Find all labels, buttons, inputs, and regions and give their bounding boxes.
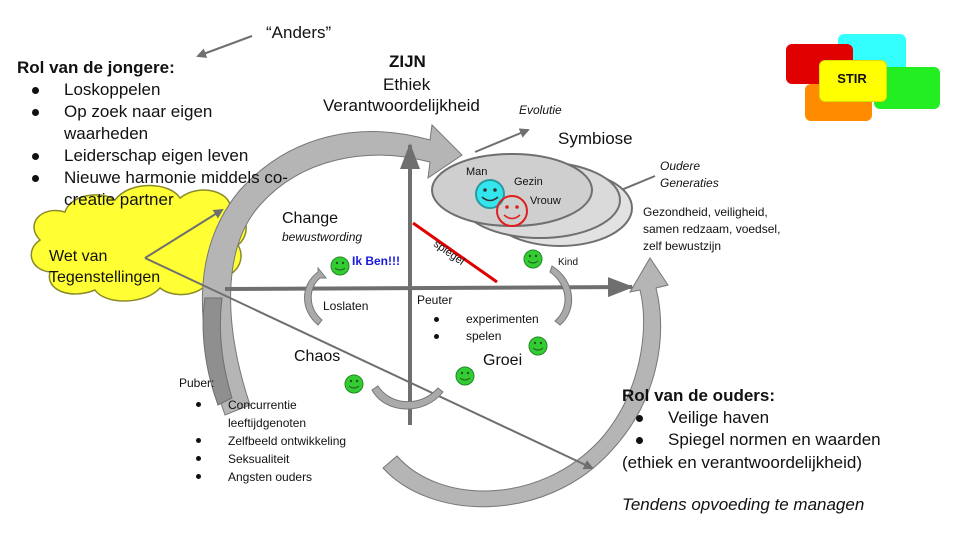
list-item: Op zoek naar eigen waarheden <box>30 101 288 145</box>
anders-arrow <box>196 35 253 58</box>
change-subtitle: bewustwording <box>282 230 363 244</box>
kind-label: Kind <box>558 257 579 268</box>
diagonal-arrow <box>144 257 594 470</box>
anders-label: “Anders” <box>266 23 332 42</box>
tendens-label: Tendens opvoeding te managen <box>622 495 865 514</box>
chaos-label: Chaos <box>294 348 341 365</box>
bullet-icon <box>196 456 201 461</box>
ouders-heading: Rol van de ouders: <box>622 386 776 405</box>
list-item: Spiegel normen en waarden <box>634 429 881 451</box>
big-arrow-bottom-right <box>382 257 669 508</box>
jongere-heading: Rol van de jongere: <box>17 58 175 77</box>
list-item-text: Angsten ouders <box>228 470 313 484</box>
vrouw-label: Vrouw <box>530 195 561 207</box>
zijn-verantwoordelijkheid: Verantwoordelijkheid <box>323 96 480 115</box>
puber-title: Puber: <box>179 376 215 390</box>
change-title: Change <box>282 210 339 227</box>
smiley-peuter-icon <box>528 336 548 356</box>
list-item-text: Leiderschap eigen leven <box>64 146 249 165</box>
zijn-title: ZIJN <box>389 52 426 71</box>
list-item-text: leeftijdgenoten <box>228 416 307 430</box>
stir-logo: STIR <box>780 30 940 125</box>
bullet-icon <box>32 153 39 160</box>
bullet-icon <box>636 437 643 444</box>
ouders-note: (ethiek en verantwoordelijkheid) <box>622 453 863 472</box>
smiley-chaos-icon <box>344 374 364 394</box>
bullet-icon <box>32 175 39 182</box>
smiley-vrouw-icon <box>496 195 528 227</box>
list-item-text: waarheden <box>64 124 149 143</box>
list-item-text: Spiegel normen en waarden <box>668 430 881 449</box>
loslaten-curve-arrow <box>304 266 328 326</box>
logo-yellow-box <box>819 60 887 102</box>
list-item-text: spelen <box>466 329 502 343</box>
logo-label: STIR <box>837 71 867 86</box>
smiley-groei-icon <box>455 366 475 386</box>
list-item: Zelfbeeld ontwikkeling <box>194 432 346 450</box>
list-item: Seksualiteit <box>194 450 346 468</box>
peuter-title: Peuter <box>417 293 453 307</box>
bullet-icon <box>196 402 201 407</box>
groei-label: Groei <box>483 352 523 369</box>
list-item-text: Nieuwe harmonie middels co- <box>64 168 288 187</box>
list-item: Veilige haven <box>634 407 881 429</box>
cloud-up-arrow <box>144 208 224 259</box>
list-item: Angsten ouders <box>194 468 346 486</box>
list-item-text: Veilige haven <box>668 408 770 427</box>
loslaten-label: Loslaten <box>323 299 369 313</box>
needs-line1: Gezondheid, veiligheid, <box>643 205 768 219</box>
list-item: Concurrentie leeftijdgenoten <box>194 396 346 432</box>
horizontal-axis <box>224 277 634 298</box>
bullet-icon <box>434 334 439 339</box>
smiley-ikben-icon <box>330 256 350 276</box>
bullet-icon <box>32 109 39 116</box>
list-item-text: experimenten <box>466 312 539 326</box>
evolutie-label: Evolutie <box>519 103 562 117</box>
bullet-icon <box>434 317 439 322</box>
cloud-line1: Wet van <box>49 248 108 265</box>
list-item-text: Loskoppelen <box>64 80 161 99</box>
oudere-line1: Oudere <box>660 159 701 173</box>
list-item: spelen <box>432 328 539 345</box>
list-item-text: creatie partner <box>64 190 174 209</box>
list-item: Leiderschap eigen leven <box>30 145 288 167</box>
bullet-icon <box>196 438 201 443</box>
evolutie-arrow <box>474 128 530 153</box>
smiley-man-icon <box>475 179 505 209</box>
oudere-line2: Generaties <box>660 176 719 190</box>
big-arrow-left-band <box>202 297 233 406</box>
needs-line2: samen redzaam, voedsel, <box>643 222 781 236</box>
bullet-icon <box>196 474 201 479</box>
list-item: experimenten <box>432 311 539 328</box>
list-item-text: Seksualiteit <box>228 452 290 466</box>
kind-curve-arrow <box>549 265 573 326</box>
list-item: Nieuwe harmonie middels co-creatie partn… <box>30 167 288 211</box>
gezin-label: Gezin <box>514 176 543 188</box>
list-item-text: Concurrentie <box>228 398 297 412</box>
chaos-curve-arrow <box>371 385 444 410</box>
bullet-icon <box>636 415 643 422</box>
peuter-list: experimenten spelen <box>432 311 539 345</box>
spiegel-line <box>412 221 498 284</box>
smiley-kind-icon <box>523 249 543 269</box>
man-label: Man <box>466 166 488 178</box>
ikben-label: Ik Ben!!! <box>352 254 400 268</box>
cloud-line2: Tegenstellingen <box>49 269 161 286</box>
list-item-text: Zelfbeeld ontwikkeling <box>228 434 347 448</box>
symbiose-label: Symbiose <box>558 129 633 148</box>
list-item: Loskoppelen <box>30 79 288 101</box>
zijn-ethiek: Ethiek <box>383 75 431 94</box>
ellipse-gezin <box>431 153 593 227</box>
list-item-text: Op zoek naar eigen <box>64 102 213 121</box>
needs-line3: zelf bewustzijn <box>643 239 722 253</box>
bullet-icon <box>32 87 39 94</box>
